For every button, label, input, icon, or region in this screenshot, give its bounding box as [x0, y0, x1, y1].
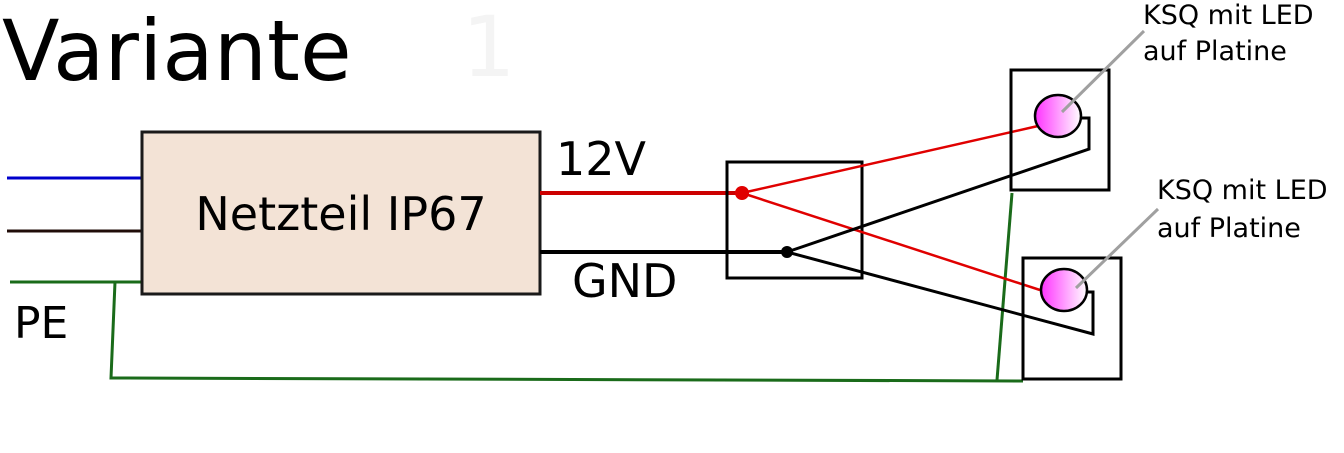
led-2-leader-line [1074, 207, 1160, 290]
led-module-2-box [1021, 256, 1123, 381]
diagram-title-number: 1 [462, 0, 515, 96]
v12-wire-led-2 [741, 191, 1041, 292]
v12-wire-led-1 [741, 124, 1039, 195]
gnd-junction-dot [781, 246, 793, 258]
v12-label: 12V [556, 132, 647, 186]
led-1-label-line2: auf Platine [1143, 36, 1287, 67]
pe-bus-wire [109, 281, 1024, 383]
junction-box [725, 160, 864, 280]
diagram-title: Variante [2, 2, 352, 100]
gnd-label: GND [572, 254, 677, 308]
led-2-icon [1039, 267, 1089, 313]
v12-junction-dot [735, 186, 749, 200]
pe-label: PE [14, 298, 68, 349]
power-supply-box [140, 130, 542, 296]
gnd-wire-led-1 [786, 116, 1091, 254]
pe-branch-wire [995, 192, 1014, 381]
led-2-label-line2: auf Platine [1157, 213, 1301, 244]
led-1-leader-line [1060, 29, 1146, 114]
led-1-label-line1: KSQ mit LED [1143, 0, 1314, 31]
led-2-label-line1: KSQ mit LED [1157, 175, 1328, 206]
power-supply-label: Netzteil IP67 [195, 187, 486, 241]
led-module-1-box [1009, 68, 1111, 192]
